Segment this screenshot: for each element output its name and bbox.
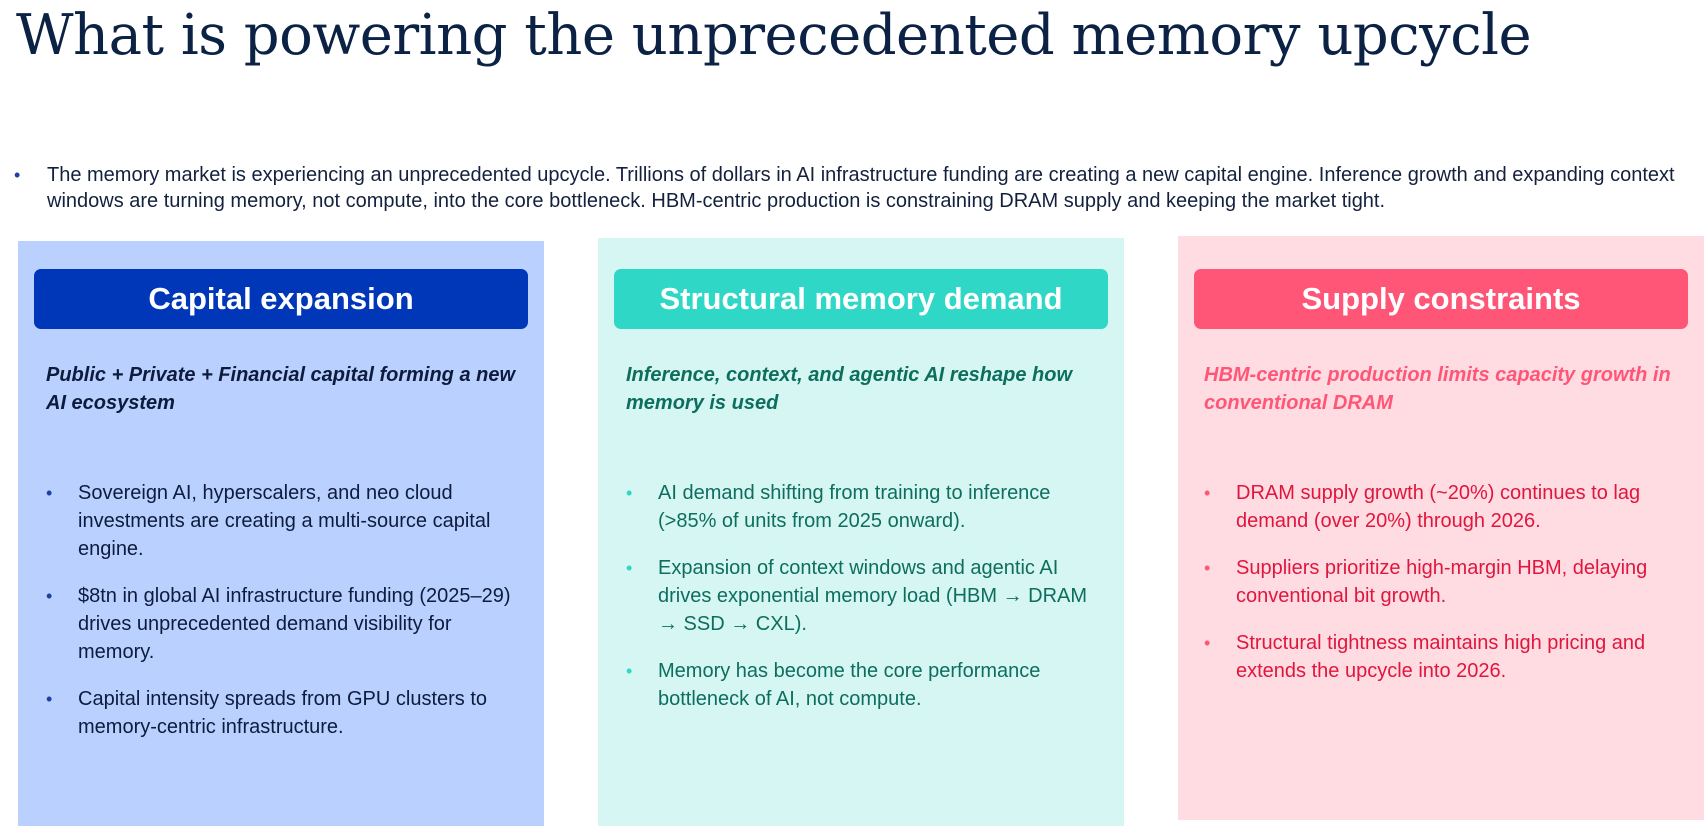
card-header: Capital expansion: [34, 269, 528, 329]
card-header: Structural memory demand: [614, 269, 1108, 329]
list-item: • Sovereign AI, hyperscalers, and neo clo…: [46, 479, 526, 563]
intro-text: The memory market is experiencing an unp…: [47, 164, 1675, 212]
page-title: What is powering the unprecedented memor…: [16, 3, 1532, 68]
list-item: • Structural tightness maintains high pri…: [1204, 629, 1684, 685]
card-subtitle: HBM-centric production limits capacity g…: [1204, 364, 1671, 414]
list-item-text: Structural tightness maintains high pric…: [1236, 632, 1646, 682]
list-item: • Expansion of context windows and agenti…: [626, 554, 1106, 638]
list-item-text: AI demand shifting from training to infe…: [658, 482, 1051, 532]
capital-expansion-card: Capital expansion Public + Private + Fin…: [18, 241, 544, 826]
list-item: • Memory has become the core performance …: [626, 657, 1106, 713]
list-item: • Capital intensity spreads from GPU clus…: [46, 685, 526, 741]
supply-constraints-card: Supply constraints HBM-centric productio…: [1178, 236, 1704, 820]
card-header: Supply constraints: [1194, 269, 1688, 329]
list-item-text: Memory has become the core performance b…: [658, 660, 1041, 710]
list-item-text: Expansion of context windows and agentic…: [658, 557, 1088, 635]
card-subtitle: Public + Private + Financial capital for…: [46, 364, 516, 414]
bullet-marker: •: [1204, 483, 1211, 503]
card-bullet-list: • AI demand shifting from training to inf…: [626, 479, 1106, 732]
list-item: • Suppliers prioritize high-margin HBM, d…: [1204, 554, 1684, 610]
bullet-marker: •: [1204, 633, 1211, 653]
structural-memory-demand-card: Structural memory demand Inference, cont…: [598, 238, 1124, 826]
list-item-text: DRAM supply growth (~20%) continues to l…: [1236, 482, 1641, 532]
bullet-marker: •: [626, 661, 633, 681]
list-item-text: $8tn in global AI infrastructure funding…: [78, 585, 511, 663]
bullet-marker: •: [626, 483, 633, 503]
list-item: • DRAM supply growth (~20%) continues to …: [1204, 479, 1684, 535]
bullet-marker: •: [14, 165, 21, 185]
list-item-text: Capital intensity spreads from GPU clust…: [78, 688, 488, 738]
list-item: • AI demand shifting from training to inf…: [626, 479, 1106, 535]
bullet-marker: •: [1204, 558, 1211, 578]
bullet-marker: •: [626, 558, 633, 578]
list-item-text: Suppliers prioritize high-margin HBM, de…: [1236, 557, 1648, 607]
intro-paragraph: • The memory market is experiencing an u…: [14, 162, 1694, 214]
list-item-text: Sovereign AI, hyperscalers, and neo clou…: [78, 482, 491, 560]
list-item: • $8tn in global AI infrastructure fundin…: [46, 582, 526, 666]
card-bullet-list: • Sovereign AI, hyperscalers, and neo clo…: [46, 479, 526, 760]
card-subtitle: Inference, context, and agentic AI resha…: [626, 364, 1073, 414]
card-bullet-list: • DRAM supply growth (~20%) continues to …: [1204, 479, 1684, 704]
bullet-marker: •: [46, 483, 53, 503]
bullet-marker: •: [46, 586, 53, 606]
bullet-marker: •: [46, 689, 53, 709]
